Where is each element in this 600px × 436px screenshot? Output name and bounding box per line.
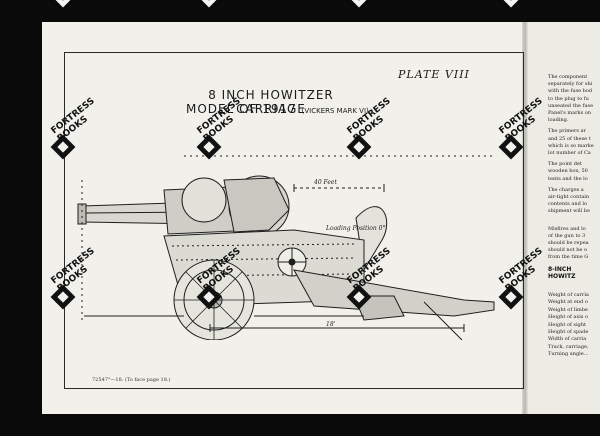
spec-line: Height of spade <box>548 329 589 335</box>
facing-page-line: The charges a <box>548 186 584 193</box>
facing-page-line: unseated the fuse <box>548 102 594 109</box>
facing-page-line: and 25 of these t <box>548 135 591 142</box>
facing-page-line: of the gun to 3 <box>548 232 586 239</box>
howitzer-drawing: 40 Feet Loading Position 0° 18' <box>77 155 495 340</box>
plate-model: MODEL OF 1917 <box>186 102 297 116</box>
plate-footnote: 72547°—18. (To face page 18.) <box>92 377 171 383</box>
facing-page-line: The primers ar <box>548 128 586 135</box>
plate-number: PLATE VIII <box>398 68 470 81</box>
plate-title: 8 INCH HOWITZER CARRIAGE <box>208 88 334 116</box>
facing-page-line: contents and lo <box>548 201 587 208</box>
facing-page-line: should be repea <box>548 240 589 246</box>
facing-text-page <box>525 22 600 414</box>
facing-page-line: with the fuse bod <box>548 88 593 95</box>
top-dimension-label: 40 Feet <box>313 179 337 186</box>
spec-line: Weight at end o <box>548 299 588 306</box>
plate-title-note: (VICKERS MARK VI) <box>301 107 369 115</box>
spec-line: Height of axis o <box>548 314 588 321</box>
loading-position-label: Loading Position 0° <box>325 225 385 232</box>
facing-page-line: loading. <box>548 117 569 124</box>
bottom-dimension-label: 18' <box>326 321 336 328</box>
spec-line: Turning angle... <box>548 351 589 358</box>
spec-line: Track, carriage, <box>548 343 589 350</box>
page-fold <box>522 22 528 414</box>
facing-page-line: shipment will be <box>548 208 590 215</box>
facing-page-line: from the time G <box>548 254 589 261</box>
spec-line: Height of sight <box>548 321 586 328</box>
plate-border <box>64 52 524 389</box>
facing-page-line: Misfires and lo <box>548 225 586 232</box>
facing-page-line: Panel's marks on <box>548 110 591 116</box>
facing-page-line: to the plug to fu <box>548 95 589 102</box>
facing-page-line: which is so marke <box>548 142 594 149</box>
facing-page-line: wooden box, 50 <box>548 168 588 175</box>
spec-line: Weight of limbe <box>548 306 588 313</box>
facing-page-line: The point det <box>548 161 582 168</box>
facing-page-line: tents and the lo <box>548 175 588 182</box>
facing-page-line: lot number of Ca <box>548 150 591 156</box>
facing-page-line: The component <box>548 74 588 80</box>
facing-page-heading: 8-INCH HOWITZ <box>548 266 576 280</box>
plate-subtitle: MODEL OF 1917 (VICKERS MARK VI) <box>186 102 396 116</box>
spec-line: Weight of carria <box>548 292 589 298</box>
facing-page-line: should not be o <box>548 247 587 254</box>
facing-page-line: separately for shi <box>548 81 593 88</box>
spec-line: Width of carria <box>548 336 587 343</box>
facing-page-line: air-tight contain <box>548 194 590 200</box>
